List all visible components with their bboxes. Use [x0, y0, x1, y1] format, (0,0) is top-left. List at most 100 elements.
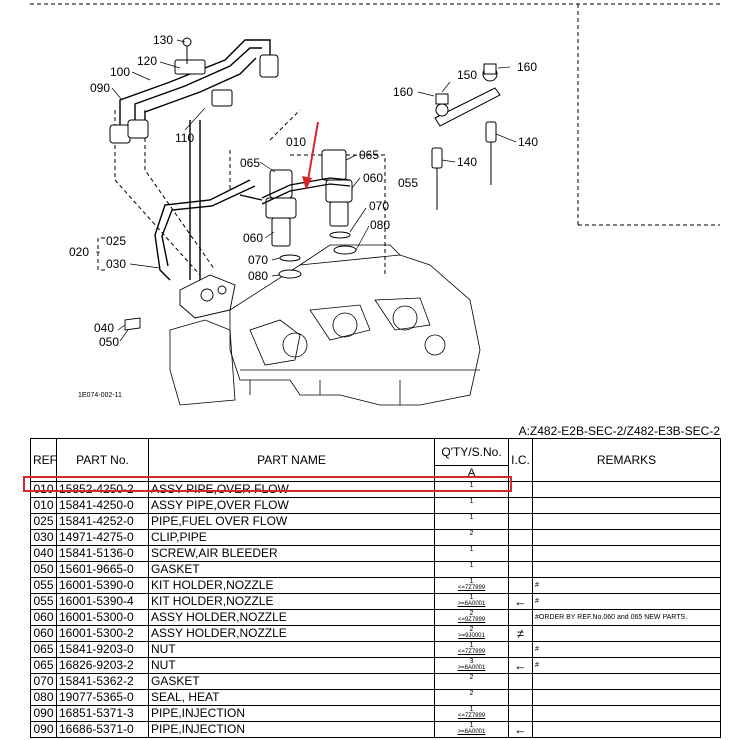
parts-diagram: 130 120 100 090 110 150 160 160 140 140 …: [30, 3, 720, 406]
qty-cell: 2: [434, 673, 509, 690]
remarks-cell: #ORDER BY REF.No.060 and 065 NEW PARTS.: [532, 609, 721, 626]
ref-no-cell: 090: [30, 721, 57, 738]
qty-cell: 3>=8A0001: [434, 657, 509, 674]
qty-value: 2: [469, 610, 474, 618]
red-arrow-icon: [302, 121, 319, 190]
part-name-cell: PIPE,INJECTION: [148, 721, 435, 738]
part-no-cell: 16851-5371-3: [56, 705, 149, 722]
part-name-cell: ASSY PIPE,OVER FLOW: [148, 481, 435, 498]
callout-065a: 065: [240, 156, 260, 170]
ic-cell: [508, 689, 533, 706]
pipe-nuts: [109, 37, 279, 144]
part-no-cell: 15841-5362-2: [56, 673, 149, 690]
nozzle-holder-left: [265, 169, 302, 279]
remarks-cell: #: [532, 577, 721, 594]
qty-value: 1: [469, 722, 474, 730]
qty-cell: 1<=7Z7999: [434, 577, 509, 594]
qty-value: 1: [469, 482, 474, 490]
ref-no-cell: 060: [30, 609, 57, 626]
part-no-cell: 15852-4250-2: [56, 481, 149, 498]
qty-cell: 2: [434, 689, 509, 706]
ref-no-cell: 070: [30, 673, 57, 690]
remarks-cell: [532, 529, 721, 546]
ref-no-cell: 065: [30, 641, 57, 658]
part-name-cell: KIT HOLDER,NOZZLE: [148, 593, 435, 610]
callout-140b: 140: [457, 155, 477, 169]
remarks-cell: [532, 689, 721, 706]
ic-cell: ←: [508, 721, 533, 738]
part-name-cell: NUT: [148, 641, 435, 658]
callout-050: 050: [99, 335, 119, 349]
part-name-cell: SEAL, HEAT: [148, 689, 435, 706]
serial-range: >=9J0001: [458, 633, 485, 639]
part-name-cell: GASKET: [148, 673, 435, 690]
remarks-cell: [532, 481, 721, 498]
qty-value: 2: [469, 690, 474, 698]
ic-cell: [508, 529, 533, 546]
ref-no-cell: 025: [30, 513, 57, 530]
header-part-no: PART No.: [56, 438, 149, 482]
qty-value: 1: [469, 594, 474, 602]
ic-cell: [508, 705, 533, 722]
serial-range: >=8A0001: [457, 601, 486, 607]
ic-cell: [508, 673, 533, 690]
callout-140a: 140: [518, 135, 538, 149]
header-part-name: PART NAME: [148, 438, 435, 482]
serial-range: <=7Z7999: [457, 713, 486, 719]
qty-value: 1: [469, 546, 474, 554]
engine-block: [169, 244, 481, 406]
callout-150: 150: [457, 68, 477, 82]
ref-no-cell: 055: [30, 593, 57, 610]
ic-cell: ←: [508, 593, 533, 610]
serial-range: <=7Z7999: [457, 649, 486, 655]
part-no-cell: 16001-5390-0: [56, 577, 149, 594]
remarks-cell: [532, 625, 721, 642]
part-no-cell: 15841-4250-0: [56, 497, 149, 514]
serial-range: <=7Z7999: [457, 585, 486, 591]
serial-range: >=8A0001: [457, 729, 486, 735]
callout-030: 030: [106, 257, 126, 271]
header-ref-no: REF.No.: [30, 438, 57, 482]
qty-cell: 1>=8A0001: [434, 721, 509, 738]
qty-cell: 1: [434, 545, 509, 562]
ref-no-cell: 010: [30, 481, 57, 498]
figure-code: 1E074-002-11: [78, 392, 122, 399]
remarks-cell: [532, 673, 721, 690]
qty-value: 2: [469, 626, 474, 634]
callout-040: 040: [94, 321, 114, 335]
header-qty: Q'TY/S.No.: [434, 438, 509, 466]
ic-cell: [508, 561, 533, 578]
ic-cell: ←: [508, 657, 533, 674]
part-no-cell: 16001-5300-0: [56, 609, 149, 626]
qty-cell: 1: [434, 481, 509, 498]
glow-plugs: [431, 121, 497, 210]
serial-range: <=9Z7999: [457, 617, 486, 623]
header-qty-col-a: A: [434, 465, 509, 482]
callout-110: 110: [175, 131, 194, 145]
serial-range: >=8A0001: [457, 665, 486, 671]
ref-no-cell: 030: [30, 529, 57, 546]
callout-025: 025: [106, 234, 126, 248]
ref-no-cell: 060: [30, 625, 57, 642]
qty-cell: 2<=9Z7999: [434, 609, 509, 626]
part-no-cell: 16686-5371-0: [56, 721, 149, 738]
ic-cell: [508, 513, 533, 530]
glow-plug-plate: [434, 63, 501, 127]
part-no-cell: 15601-9665-0: [56, 561, 149, 578]
callout-120: 120: [137, 54, 157, 68]
ic-cell: [508, 609, 533, 626]
callout-010: 010: [286, 135, 306, 149]
ref-no-cell: 010: [30, 497, 57, 514]
qty-value: 1: [469, 706, 474, 714]
callout-060a: 060: [363, 171, 383, 185]
ic-cell: [508, 497, 533, 514]
